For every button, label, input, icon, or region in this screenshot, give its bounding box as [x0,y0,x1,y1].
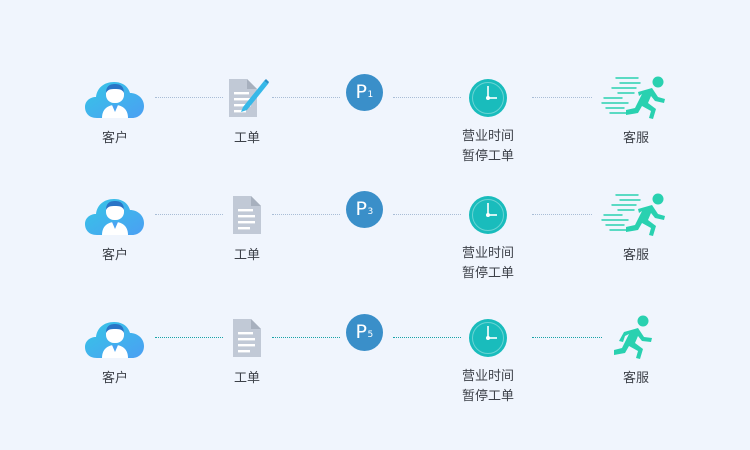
cloud-user-icon [85,199,144,235]
connector [155,337,223,338]
connector [532,214,592,215]
ticket-node: 工单 [207,314,287,389]
ticket-node: 工单 [207,191,287,266]
connector [155,97,223,98]
priority-badge: P 1 [345,74,383,111]
cloud-user-icon [85,82,144,118]
connector [393,214,461,215]
connector [272,97,340,98]
connector [155,214,223,215]
customer-node: 客户 [75,191,155,266]
pause-label-line1: 营业时间 [461,246,514,261]
connector [532,97,592,98]
priority-node: P 3 [324,191,404,239]
priority-node: P 1 [324,74,404,122]
pause-label-line2: 暂停工单 [461,266,514,281]
connector [393,97,461,98]
priority-badge: P 3 [345,191,383,228]
priority-level: 3 [367,207,374,217]
pause-node: 营业时间 暂停工单 [448,74,528,167]
connector [393,337,461,338]
customer-node: 客户 [75,74,155,149]
ticket-label: 工单 [233,371,260,386]
clock-icon [469,196,507,234]
agent-label: 客服 [622,131,649,146]
customer-label: 客户 [101,131,128,146]
pause-node: 营业时间 暂停工单 [448,191,528,284]
pause-label-line1: 营业时间 [461,369,514,384]
cloud-user-icon [85,322,144,358]
pause-label: 营业时间 暂停工单 [448,127,528,167]
agent-node: 客服 [596,74,676,149]
priority-node: P 5 [324,314,404,362]
flow-row-3: 客户 工单 P 5 [0,314,750,414]
customer-label: 客户 [101,371,128,386]
clock-icon [469,319,507,357]
priority-level: 5 [367,330,374,340]
clock-icon [469,79,507,117]
pause-label-line1: 营业时间 [461,129,514,144]
priority-letter: P [355,198,367,220]
pause-label-line2: 暂停工单 [461,149,514,164]
ticket-label: 工单 [233,248,260,263]
pause-label: 营业时间 暂停工单 [448,367,528,407]
ticket-label: 工单 [233,131,260,146]
document-pen-icon [229,79,269,117]
connector [532,337,602,338]
agent-label: 客服 [622,371,649,386]
customer-node: 客户 [75,314,155,389]
runner-icon [614,315,652,359]
customer-label: 客户 [101,248,128,263]
priority-level: 1 [367,90,374,100]
ticket-node: 工单 [207,74,287,149]
priority-badge: P 5 [345,314,383,351]
pause-node: 营业时间 暂停工单 [448,314,528,407]
flow-row-1: 客户 工单 P 1 [0,74,750,174]
flow-row-2: 客户 工单 P 3 [0,191,750,291]
priority-letter: P [355,81,367,103]
document-icon [233,196,261,234]
document-icon [233,319,261,357]
connector [272,214,340,215]
agent-node: 客服 [596,191,676,266]
pause-label: 营业时间 暂停工单 [448,244,528,284]
agent-label: 客服 [622,248,649,263]
priority-letter: P [355,321,367,343]
runner-fast-icon [601,76,665,119]
pause-label-line2: 暂停工单 [461,389,514,404]
runner-fast-icon [601,193,665,236]
agent-node: 客服 [596,314,676,389]
connector [272,337,340,338]
